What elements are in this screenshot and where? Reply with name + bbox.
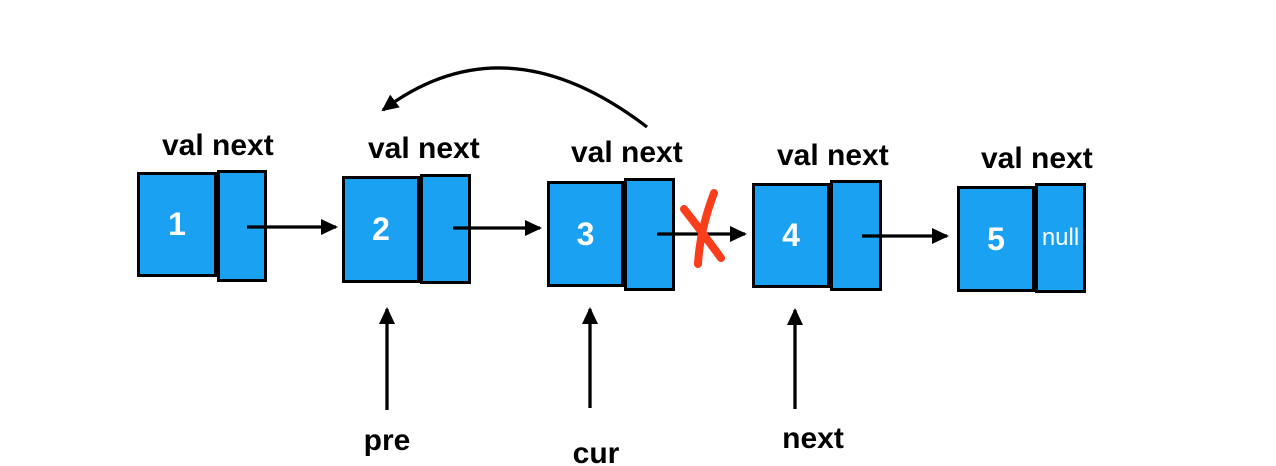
node-3-header: val next <box>571 136 683 169</box>
node-5-next-value: null <box>1041 224 1080 251</box>
node-2-val-box: 2 <box>342 176 420 283</box>
node-5-val-box: 5 <box>957 186 1035 292</box>
node-3-val-box: 3 <box>547 181 624 287</box>
node-5-next-box: null <box>1035 183 1086 293</box>
node-5-value: 5 <box>987 220 1005 257</box>
curved-arrow-node3-to-node2 <box>381 66 649 129</box>
node-3-next-box <box>624 178 675 291</box>
pointer-label-pre: pre <box>363 424 411 457</box>
pointer-label-next: next <box>782 422 844 455</box>
node-2-value: 2 <box>372 211 390 247</box>
node-4-header: val next <box>777 139 889 172</box>
node-3-value: 3 <box>576 215 595 252</box>
node-4-value: 4 <box>782 217 800 253</box>
node-1-value: 1 <box>168 206 186 242</box>
node-2-next-box <box>420 174 471 284</box>
node-4-next-box <box>830 180 882 291</box>
red-cross-icon <box>680 189 725 268</box>
node-1-val-box: 1 <box>137 172 217 277</box>
node-4-val-box: 4 <box>752 183 830 288</box>
node-1-next-box <box>217 170 267 282</box>
node-5-header: val next <box>981 142 1093 175</box>
node-1-header: val next <box>162 129 274 162</box>
pointer-label-cur: cur <box>572 437 620 466</box>
node-2-header: val next <box>368 132 480 165</box>
